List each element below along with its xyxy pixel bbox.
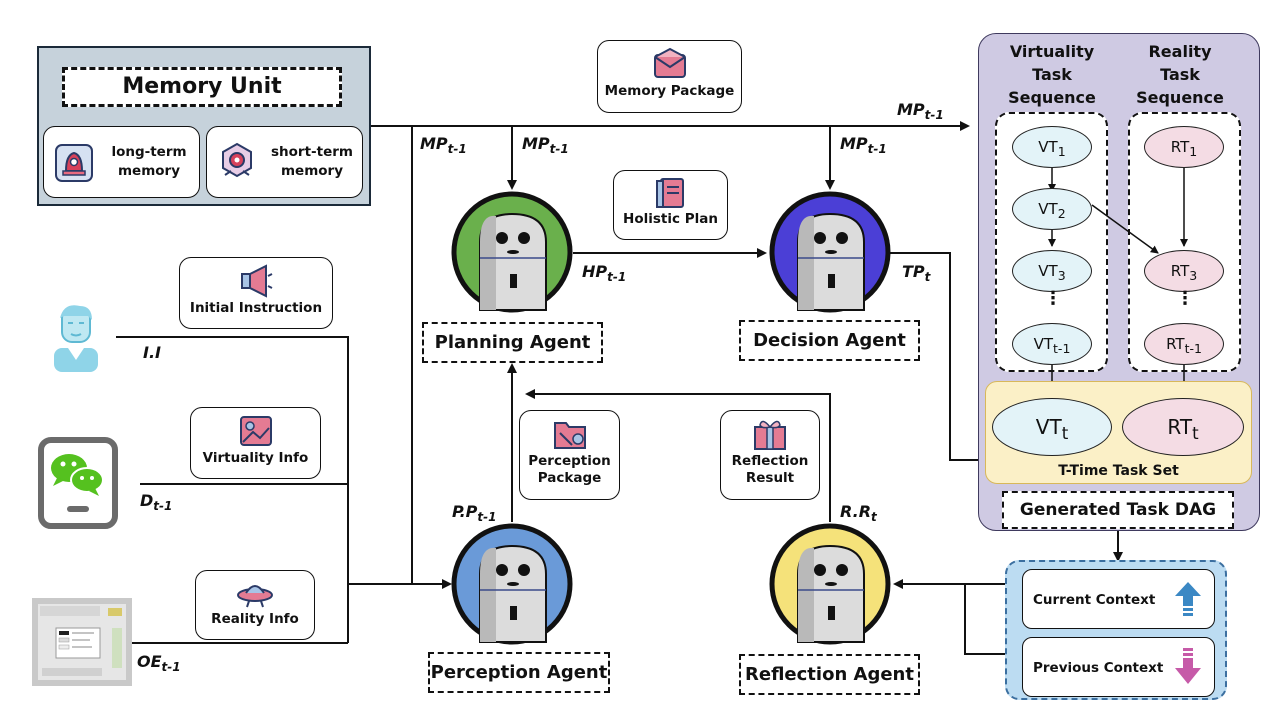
megaphone-icon xyxy=(241,264,273,298)
vt-node-2: VT2 xyxy=(1012,188,1092,230)
current-context-card: Current Context xyxy=(1022,569,1215,629)
reflection-agent-robot xyxy=(769,523,891,645)
previous-context-card: Previous Context xyxy=(1022,637,1215,697)
envelope-icon xyxy=(653,47,686,78)
holistic-plan-card: Holistic Plan xyxy=(613,170,728,240)
d-label: Dt-1 xyxy=(140,491,173,514)
decision-agent-label: Decision Agent xyxy=(739,320,920,361)
rt-node-3: RT3 xyxy=(1144,250,1224,292)
perception-agent-label: Perception Agent xyxy=(428,652,610,693)
phone-chat-icon xyxy=(38,437,118,529)
floor-map-thumbnail xyxy=(32,598,132,686)
user-avatar-icon xyxy=(54,305,98,372)
oe-label: OEt-1 xyxy=(137,652,181,675)
vt-node-3: VT3 xyxy=(1012,250,1092,292)
reflection-result-card: Reflection Result xyxy=(720,410,820,500)
task-set-label: T-Time Task Set xyxy=(1058,463,1179,479)
image-icon xyxy=(239,416,272,446)
gift-icon xyxy=(754,420,786,450)
memory-unit-title: Memory Unit xyxy=(62,67,342,107)
vt-ellipsis: ⋮ xyxy=(1044,288,1062,309)
planning-agent-label: Planning Agent xyxy=(422,322,603,363)
long-term-memory-label: long-term memory xyxy=(111,144,187,179)
reflection-agent-label: Reflection Agent xyxy=(739,654,920,695)
perception-package-card: Perception Package xyxy=(519,410,620,500)
planning-agent-robot xyxy=(451,191,573,313)
memory-package-card: Memory Package xyxy=(597,40,742,113)
short-term-memory-label: short-term memory xyxy=(271,144,353,179)
mp-label-trunk: MPt-1 xyxy=(420,134,467,157)
ii-label: I.I xyxy=(143,343,161,362)
vt-t-node: VTt xyxy=(992,398,1112,456)
rt-node-1: RT1 xyxy=(1144,126,1224,168)
rt-node-t-minus-1: RTt-1 xyxy=(1144,323,1224,365)
generated-task-dag-label: Generated Task DAG xyxy=(1002,491,1234,529)
mp-label-planning: MPt-1 xyxy=(522,134,569,157)
hp-label: HPt-1 xyxy=(582,262,627,285)
bell-icon xyxy=(55,144,93,182)
initial-instruction-card: Initial Instruction xyxy=(179,257,333,329)
tp-label: TPt xyxy=(902,262,931,285)
arrow-up-icon xyxy=(1175,582,1201,616)
gear-badge-icon xyxy=(222,142,252,178)
rt-t-node: RTt xyxy=(1122,398,1244,456)
ufo-icon xyxy=(237,585,273,608)
short-term-memory-card: short-term memory xyxy=(206,126,363,198)
reality-info-card: Reality Info xyxy=(195,570,315,640)
reality-sequence-header: Reality Task Sequence xyxy=(1136,42,1224,107)
folder-icon xyxy=(553,422,586,449)
virtuality-info-card: Virtuality Info xyxy=(190,407,321,479)
vt-node-t-minus-1: VTt-1 xyxy=(1012,323,1092,365)
perception-agent-robot xyxy=(451,523,573,645)
pp-label: P.Pt-1 xyxy=(452,502,497,525)
rt-ellipsis: ⋮ xyxy=(1176,288,1194,309)
rr-label: R.Rt xyxy=(840,502,877,525)
book-icon xyxy=(655,178,684,208)
arrow-down-icon xyxy=(1175,648,1201,684)
decision-agent-robot xyxy=(769,191,891,313)
long-term-memory-card: long-term memory xyxy=(43,126,200,198)
vt-node-1: VT1 xyxy=(1012,126,1092,168)
mp-label-right: MPt-1 xyxy=(897,100,944,123)
mp-label-decision: MPt-1 xyxy=(840,134,887,157)
virtuality-sequence-header: Virtuality Task Sequence xyxy=(1008,42,1096,107)
